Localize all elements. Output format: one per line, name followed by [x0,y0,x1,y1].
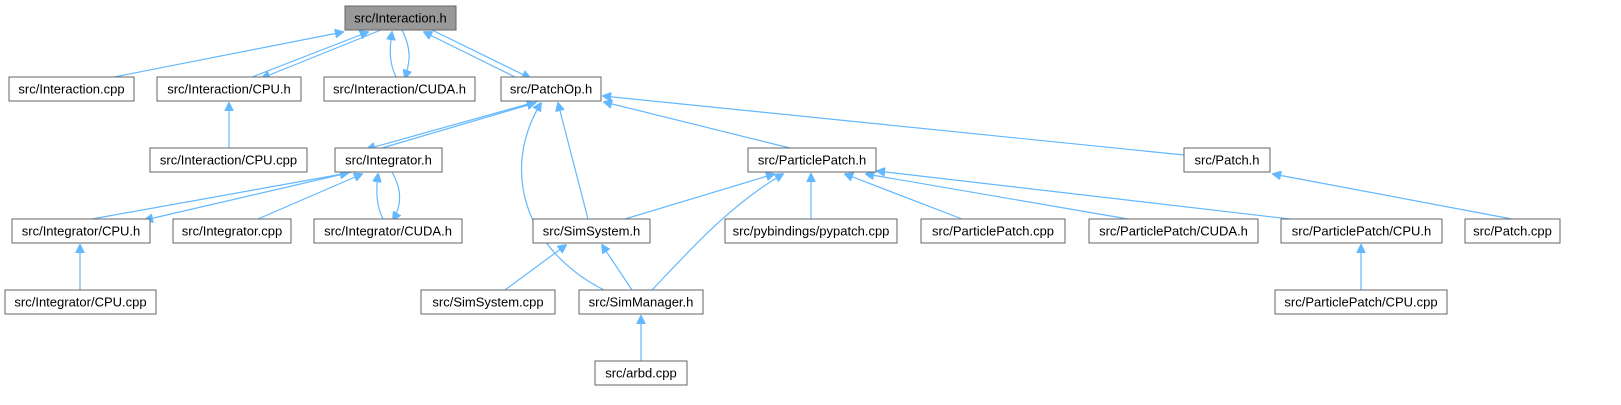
node-label: src/Patch.cpp [1473,224,1552,239]
node-box[interactable] [11,218,151,244]
edge-interaction_cpp-to-interaction_h [113,32,343,78]
node-box[interactable] [578,289,704,315]
node-box[interactable] [334,147,443,173]
node-box[interactable] [323,76,476,102]
edge-interaction_h-to-interaction_cpu_h [262,29,382,78]
node-particlepatch-h[interactable]: src/ParticlePatch.h [747,147,877,173]
node-box[interactable] [1088,218,1259,244]
node-box[interactable] [1274,289,1448,315]
edge-interaction_cpu_h-to-interaction_h [251,32,368,78]
node-patch-h[interactable]: src/Patch.h [1183,147,1271,173]
edge-interaction_cuda_h-to-interaction_h [390,32,397,78]
edge-integrator_cpu_h-to-integrator_h [91,173,348,220]
edge-patch_cpp-to-patch_h [1273,174,1513,220]
node-box[interactable] [313,218,463,244]
node-patch-cpp[interactable]: src/Patch.cpp [1464,218,1561,244]
node-label: src/ParticlePatch.h [758,153,866,168]
edge-simsystem_h-to-patchop_h [558,103,589,220]
edge-integrator_h-to-integrator_cuda_h [391,171,400,220]
node-label: src/ParticlePatch/CPU.cpp [1284,295,1437,310]
node-box[interactable] [4,289,157,315]
node-box[interactable] [1280,218,1443,244]
node-interaction-cpu-cpp[interactable]: src/Interaction/CPU.cpp [149,147,308,173]
edge-patchop_h-to-interaction_h [424,32,516,78]
edge-integrator_cuda_h-to-integrator_h [377,174,384,220]
edge-integrator_h-to-patchop_h [381,103,535,149]
node-interaction-cpu-h[interactable]: src/Interaction/CPU.h [156,76,302,102]
edge-particlepatch_h-to-patchop_h [604,102,791,149]
edge-simmanager_h-to-simsystem_h [602,245,633,291]
node-box[interactable] [172,218,292,244]
node-box[interactable] [8,76,135,102]
node-particlepatch-cpu-h[interactable]: src/ParticlePatch/CPU.h [1280,218,1443,244]
edge-simsystem_h-to-particlepatch_h [624,174,774,220]
edge-simsystem_cpp-to-simsystem_h [504,245,566,291]
node-particlepatch-cpu-cpp[interactable]: src/ParticlePatch/CPU.cpp [1274,289,1448,315]
node-box[interactable] [747,147,877,173]
node-simmanager-h[interactable]: src/SimManager.h [578,289,704,315]
node-label: src/Integrator.h [345,153,432,168]
node-label: src/SimSystem.cpp [432,295,543,310]
node-label: src/Integrator/CUDA.h [324,224,452,239]
node-box[interactable] [344,5,457,31]
edge-simmanager_h-to-particlepatch_h [651,174,783,291]
edge-simmanager_h-to-patchop_h [520,103,605,291]
node-label: src/Interaction/CPU.cpp [160,153,297,168]
edge-interaction_h-to-interaction_cuda_h [401,29,409,78]
node-box[interactable] [149,147,308,173]
node-box[interactable] [920,218,1066,244]
edge-patchop_h-to-integrator_h [367,100,540,149]
node-box[interactable] [1183,147,1271,173]
node-box[interactable] [420,289,556,315]
edge-integrator_h-to-integrator_cpu_h [145,171,353,220]
node-simsystem-h[interactable]: src/SimSystem.h [532,218,651,244]
node-patchop-h[interactable]: src/PatchOp.h [500,76,602,102]
node-label: src/pybindings/pypatch.cpp [733,224,890,239]
node-integrator-cpp[interactable]: src/Integrator.cpp [172,218,292,244]
node-label: src/SimSystem.h [543,224,641,239]
node-label: src/arbd.cpp [605,366,677,381]
node-integrator-cpu-cpp[interactable]: src/Integrator/CPU.cpp [4,289,157,315]
nodes-layer: src/Interaction.h src/Interaction.cpp src/… [4,5,1561,386]
edge-patch_h-to-patchop_h [603,96,1185,156]
node-label: src/ParticlePatch/CUDA.h [1099,224,1248,239]
edges-layer [80,29,1513,361]
node-label: src/Interaction/CUDA.h [333,82,466,97]
edge-integrator_cpp-to-integrator_h [257,174,362,220]
edge-particlepatch_cpu_h-to-particlepatch_h [877,171,1291,220]
node-box[interactable] [1464,218,1561,244]
node-interaction-cuda-h[interactable]: src/Interaction/CUDA.h [323,76,476,102]
node-label: src/Integrator/CPU.cpp [14,295,146,310]
node-label: src/Integrator/CPU.h [22,224,141,239]
node-box[interactable] [156,76,302,102]
node-integrator-cuda-h[interactable]: src/Integrator/CUDA.h [313,218,463,244]
node-interaction-cpp[interactable]: src/Interaction.cpp [8,76,135,102]
node-label: src/ParticlePatch.cpp [932,224,1054,239]
node-label: src/Patch.h [1194,153,1259,168]
node-particlepatch-cpp[interactable]: src/ParticlePatch.cpp [920,218,1066,244]
node-box[interactable] [500,76,602,102]
node-box[interactable] [594,360,688,386]
node-integrator-h[interactable]: src/Integrator.h [334,147,443,173]
node-label: src/ParticlePatch/CPU.h [1292,224,1431,239]
node-arbd-cpp[interactable]: src/arbd.cpp [594,360,688,386]
node-particlepatch-cuda-h[interactable]: src/ParticlePatch/CUDA.h [1088,218,1259,244]
edge-particlepatch_cuda_h-to-particlepatch_h [866,174,1129,220]
node-pypatch-cpp[interactable]: src/pybindings/pypatch.cpp [724,218,898,244]
node-label: src/Interaction.cpp [18,82,124,97]
node-label: src/Interaction.h [354,11,447,26]
edge-particlepatch_cpp-to-particlepatch_h [845,174,963,220]
node-box[interactable] [532,218,651,244]
node-label: src/SimManager.h [589,295,694,310]
node-integrator-cpu-h[interactable]: src/Integrator/CPU.h [11,218,151,244]
node-label: src/Interaction/CPU.h [167,82,291,97]
node-interaction-h[interactable]: src/Interaction.h [344,5,457,31]
edge-interaction_h-to-patchop_h [431,29,530,78]
node-label: src/PatchOp.h [510,82,592,97]
node-simsystem-cpp[interactable]: src/SimSystem.cpp [420,289,556,315]
node-label: src/Integrator.cpp [182,224,282,239]
node-box[interactable] [724,218,898,244]
